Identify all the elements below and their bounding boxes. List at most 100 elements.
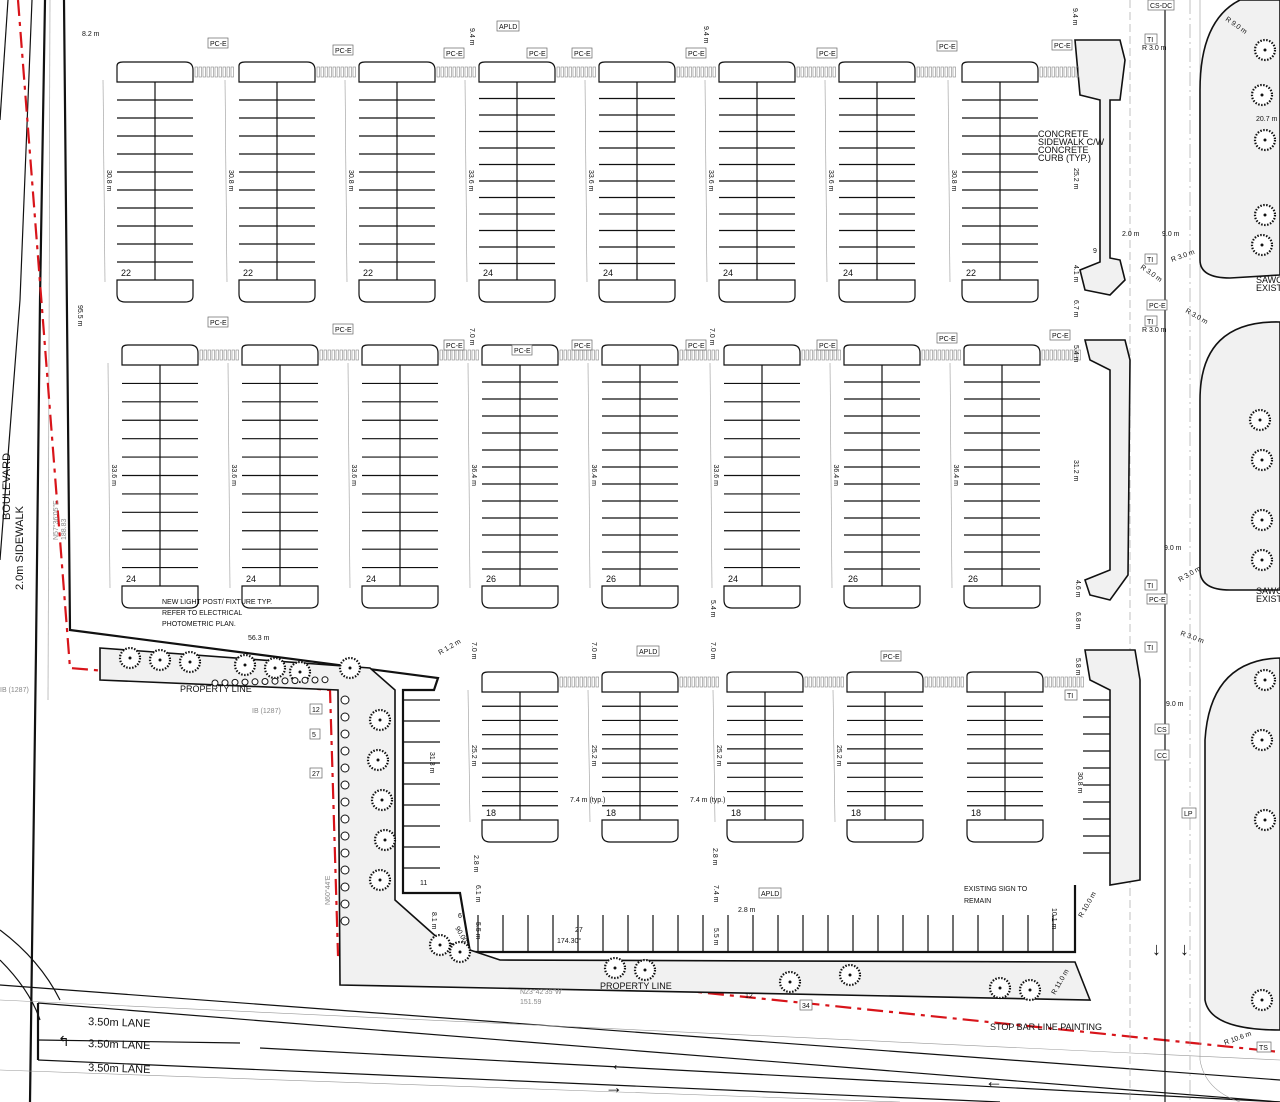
landscape-island — [1204, 657, 1280, 1031]
dimension-line — [224, 79, 228, 283]
arrow-right-icon: → — [605, 1077, 623, 1097]
tree-trunk — [1260, 518, 1264, 522]
module-length: 33.6 m — [587, 170, 594, 192]
crosswalk-bar — [559, 676, 563, 688]
shrub-icon — [301, 676, 309, 684]
module-length: 33.6 m — [350, 465, 357, 487]
iron-bar-label: IB (1287) — [252, 708, 281, 715]
east-road — [1129, 0, 1241, 1102]
callout-5: 5 — [312, 732, 316, 739]
tree-trunk — [1263, 48, 1267, 52]
note-light: PHOTOMETRIC PLAN. — [162, 621, 236, 628]
crosswalk-bar — [940, 66, 944, 78]
east-sidewalk — [1084, 649, 1141, 886]
crosswalk-bar — [824, 66, 828, 78]
crosswalk-bar — [584, 66, 588, 78]
crosswalk-bar — [571, 349, 575, 361]
crosswalk-bar — [829, 349, 833, 361]
crosswalk-bar — [575, 676, 579, 688]
shrub-icon — [340, 916, 350, 926]
parking-island — [843, 344, 921, 366]
crosswalk-bar — [226, 66, 230, 78]
crosswalk-bar — [679, 349, 683, 361]
crosswalk-bar — [591, 676, 595, 688]
stall-count: 22 — [966, 268, 976, 278]
module-length: 36.4 m — [470, 465, 477, 487]
crosswalk-bar — [218, 66, 222, 78]
note-sign: EXISTING SIGN TO — [964, 886, 1028, 893]
dimension-line — [347, 362, 351, 589]
parking-island — [961, 61, 1039, 83]
stall-count: 24 — [366, 574, 376, 584]
crosswalk-bar — [1077, 349, 1081, 361]
parking-island — [481, 671, 559, 693]
crosswalk-bar — [957, 349, 961, 361]
module-length: 36.4 m — [952, 465, 959, 487]
parking-island — [361, 585, 439, 609]
shrub-icon — [271, 677, 279, 685]
crosswalk-bar — [323, 349, 327, 361]
tag-pc-e: PC-E — [688, 343, 705, 350]
crosswalk-bar — [1045, 349, 1049, 361]
tag-pc-e: PC-E — [574, 51, 591, 58]
crosswalk-bar — [568, 66, 572, 78]
tag-lp: LP — [1184, 811, 1193, 818]
parking-island — [116, 61, 194, 83]
module-length: 33.6 m — [110, 465, 117, 487]
note-sidewalk: SIDEWALK C/W — [1038, 137, 1105, 147]
crosswalk-bar — [1049, 349, 1053, 361]
crosswalk-bar — [328, 66, 332, 78]
module-length: 33.6 m — [230, 465, 237, 487]
crosswalk-bar — [945, 349, 949, 361]
parking-island — [238, 279, 316, 303]
crosswalk-bar — [687, 676, 691, 688]
crosswalk-bar — [817, 349, 821, 361]
tree-trunk — [1260, 93, 1264, 97]
crosswalk-bar — [456, 66, 460, 78]
crosswalk-bar — [579, 349, 583, 361]
shrub-icon — [231, 678, 239, 686]
iron-bar-label: IB (1287) — [0, 687, 29, 694]
tree-trunk — [1260, 243, 1264, 247]
tree-trunk — [380, 798, 384, 802]
crosswalk-bar — [695, 676, 699, 688]
parking-module: 24 33.6 m — [347, 344, 479, 609]
stall-count: 18 — [486, 808, 496, 818]
crosswalk-bar — [940, 676, 944, 688]
parking-island — [358, 61, 436, 83]
crosswalk-bar — [222, 66, 226, 78]
module-length: 33.6 m — [467, 170, 474, 192]
crosswalk-bar — [475, 349, 479, 361]
crosswalk-bar — [837, 349, 841, 361]
parking-island — [963, 585, 1041, 609]
crosswalk-bar — [572, 66, 576, 78]
callout-27: 27 — [575, 927, 583, 934]
tag-pc-e: PC-E — [335, 327, 352, 334]
dim-9-4: 9.4 m — [1071, 8, 1078, 26]
crosswalk-bar — [805, 349, 809, 361]
crosswalk-bar — [1060, 676, 1064, 688]
tag-ti: TI — [1067, 693, 1073, 700]
crosswalk-bar — [711, 676, 715, 688]
crosswalk-bar — [687, 349, 691, 361]
tag-ti: TI — [1147, 319, 1153, 326]
tree-trunk — [1260, 458, 1264, 462]
dim-31-3: 31.3 m — [428, 752, 435, 774]
crosswalk-bar — [684, 66, 688, 78]
dim-radius: R 10.0 m — [1078, 891, 1098, 919]
module-length: 36.4 m — [832, 465, 839, 487]
dim-10-1: 10.1 m — [1050, 908, 1057, 930]
crosswalk-bar — [463, 349, 467, 361]
crosswalk-bar — [567, 676, 571, 688]
tag-pc-e: PC-E — [1052, 333, 1069, 340]
bearing-west: N60°44'E — [324, 875, 332, 905]
crosswalk-bar — [219, 349, 223, 361]
callout-6: 6 — [458, 913, 462, 920]
tag-apld: APLD — [499, 24, 517, 31]
crosswalk-bar — [680, 66, 684, 78]
